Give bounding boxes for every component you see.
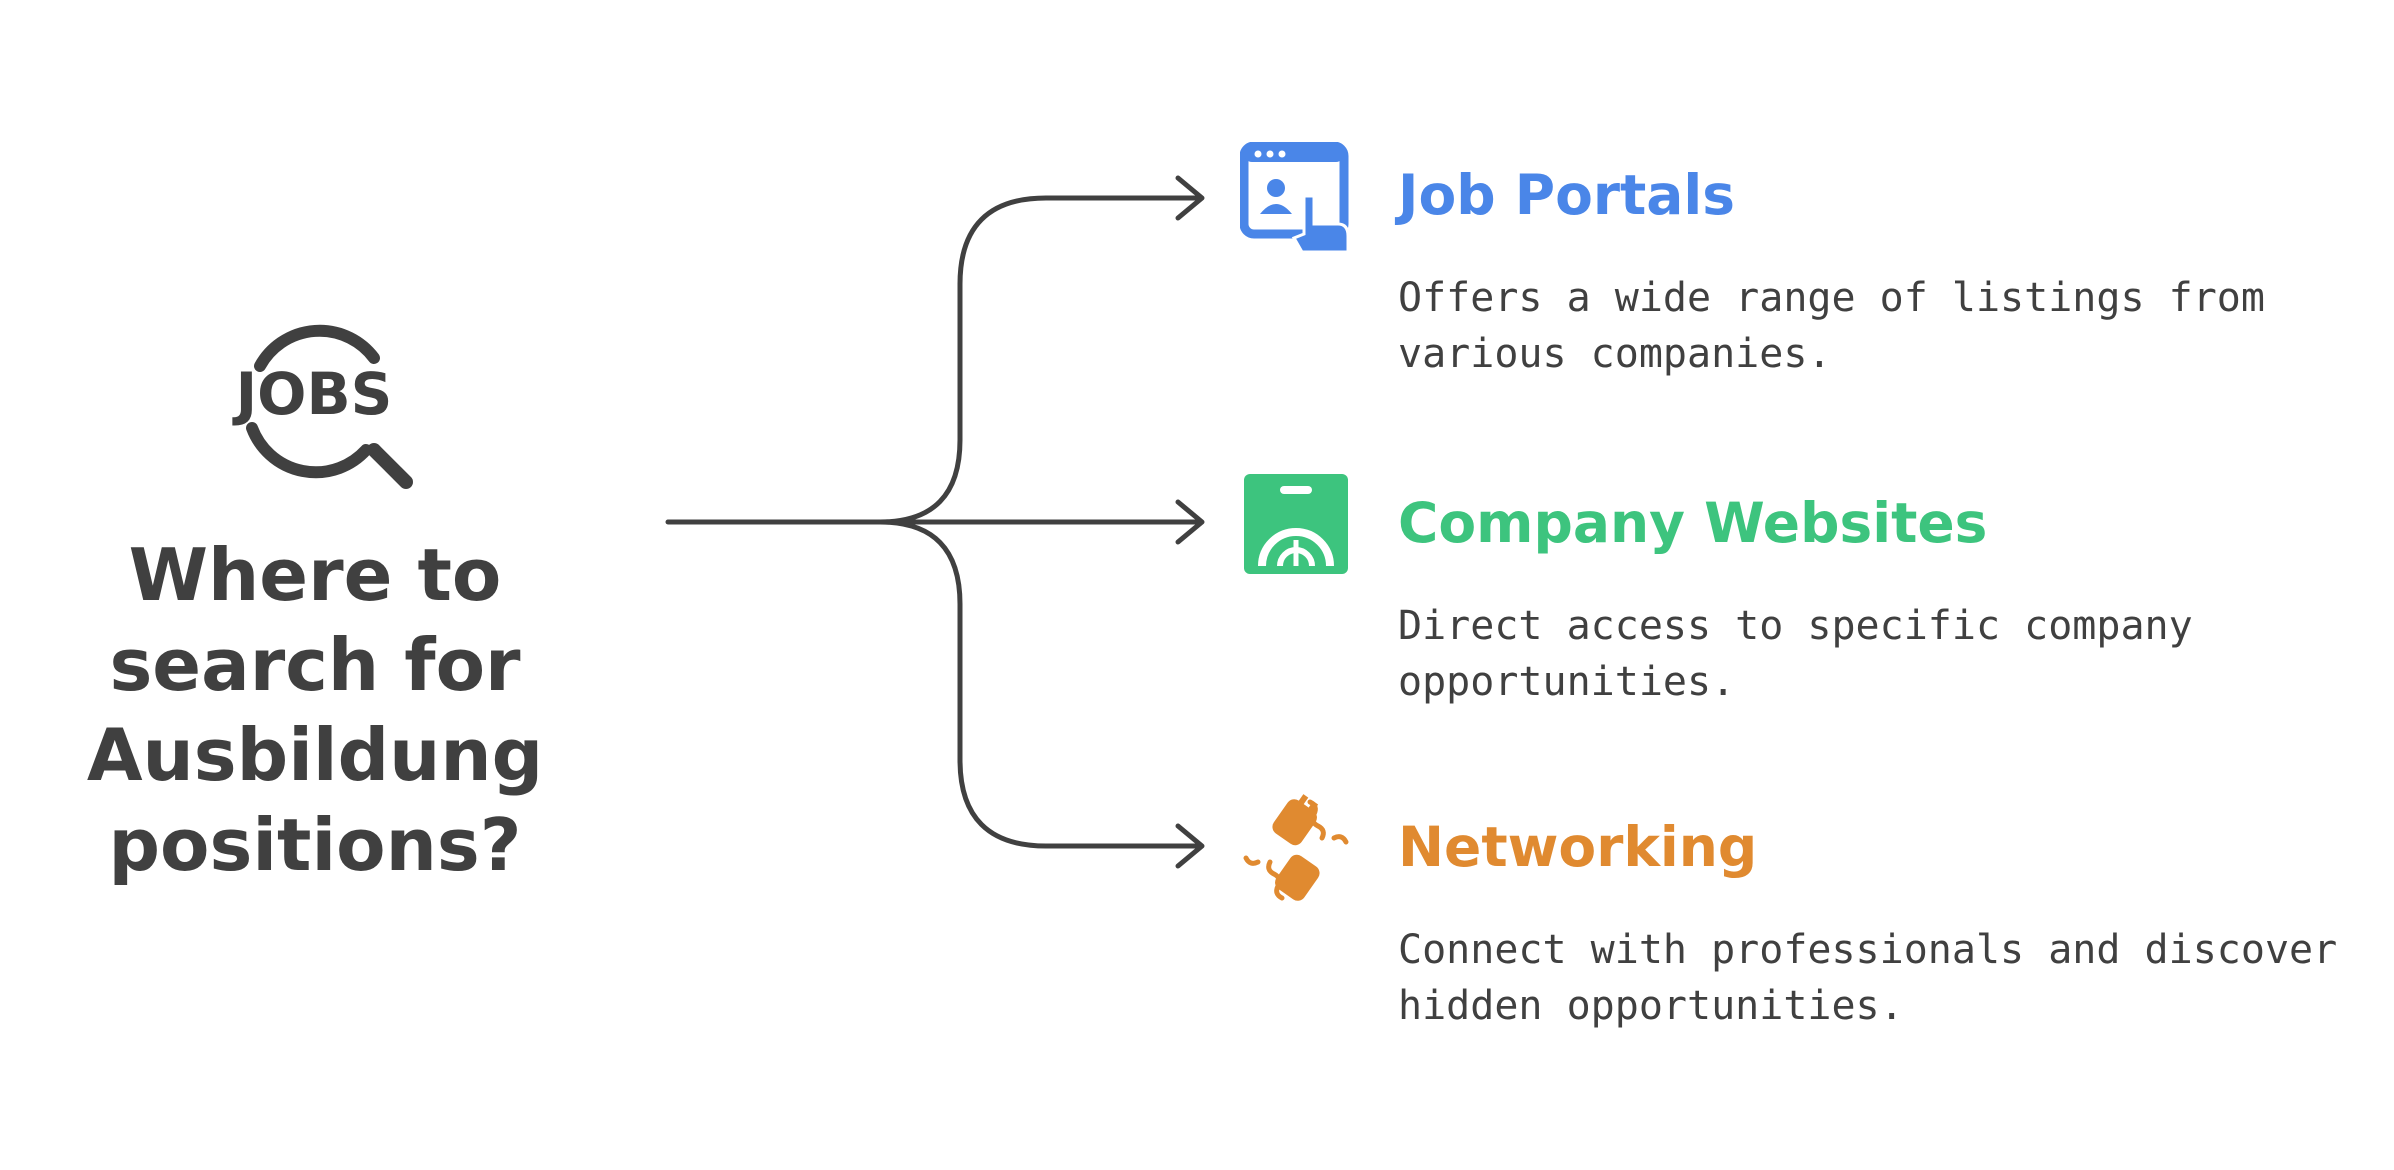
arrowhead-job-portals: [1175, 175, 1205, 221]
question-line: search for: [109, 623, 521, 707]
branch-title: Company Websites: [1398, 491, 1988, 555]
branch-title: Job Portals: [1398, 163, 1735, 227]
plug-connection-icon: [1243, 794, 1349, 901]
branch-description: Connect with professionals and discover …: [1398, 922, 2358, 1034]
central-question: Where to search for Ausbildung positions…: [40, 530, 590, 890]
description-line: hidden opportunities.: [1398, 983, 1904, 1029]
branch-description: Offers a wide range of listings from var…: [1398, 270, 2358, 382]
connector-networking: [877, 519, 1203, 849]
jobs-icon-text: JOBS: [232, 360, 393, 428]
description-line: Offers a wide range of listings from: [1398, 275, 2265, 321]
question-line: Where to: [128, 533, 502, 617]
description-line: Direct access to specific company: [1398, 603, 2193, 649]
description-line: Connect with professionals and discover: [1398, 927, 2338, 973]
arrowhead-networking: [1175, 823, 1205, 869]
browser-user-click-icon: [1240, 142, 1350, 254]
jobs-search-icon: JOBS: [232, 324, 413, 489]
question-line: Ausbildung: [86, 713, 544, 797]
connector-job-portals: [877, 195, 1203, 525]
arrowhead-company-websites: [1175, 499, 1205, 545]
question-line: positions?: [108, 803, 522, 887]
branch-title: Networking: [1398, 815, 1758, 879]
office-building-icon: [1244, 474, 1348, 574]
branch-description: Direct access to specific company opport…: [1398, 598, 2358, 710]
description-line: various companies.: [1398, 331, 1832, 377]
description-line: opportunities.: [1398, 659, 1736, 705]
